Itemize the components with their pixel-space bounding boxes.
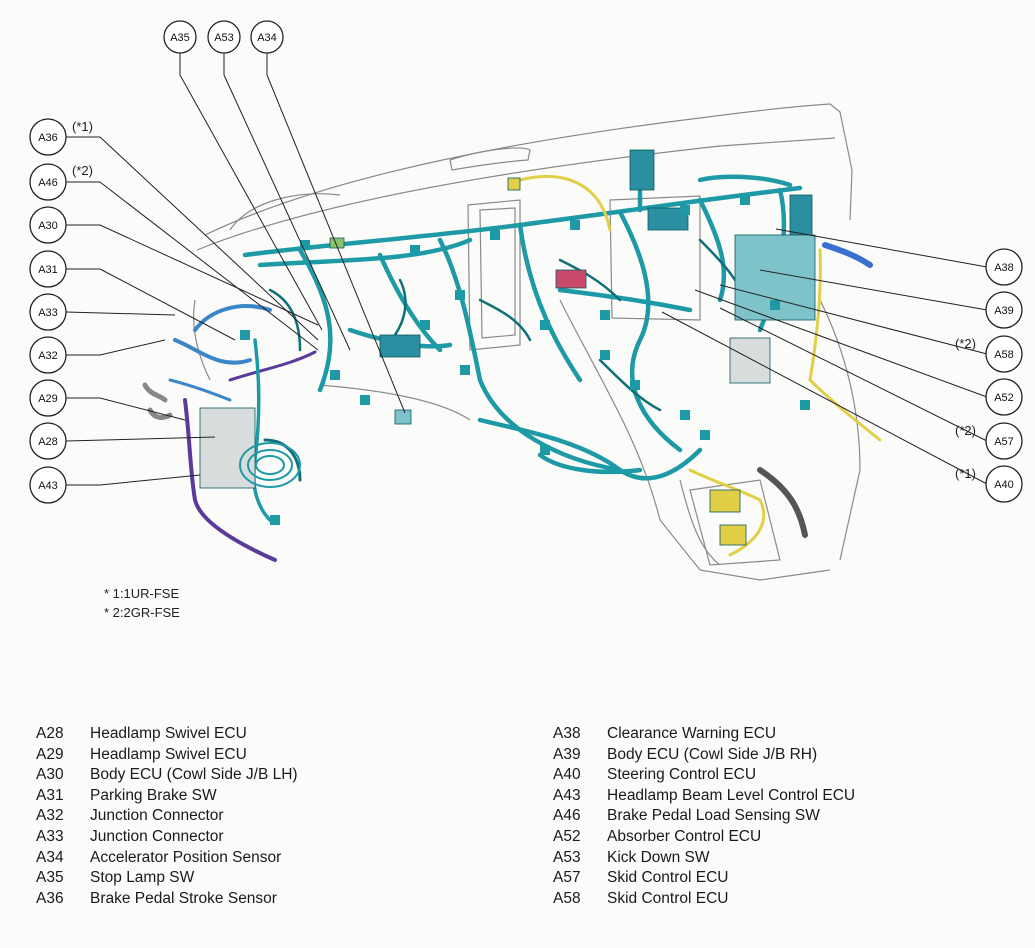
- legend-code: A53: [553, 848, 581, 866]
- callout-a34: A34: [257, 32, 277, 44]
- marker-a36: (*1): [72, 119, 93, 134]
- legend-row: A35 Stop Lamp SW: [36, 868, 298, 889]
- legend-row: A52 Absorber Control ECU: [553, 827, 855, 848]
- callout-a39: A39: [994, 305, 1014, 317]
- legend-row: A34 Accelerator Position Sensor: [36, 848, 298, 869]
- callout-a29: A29: [38, 393, 58, 405]
- legend-name: Accelerator Position Sensor: [90, 848, 282, 866]
- main-harness: [242, 157, 803, 481]
- legend-code: A52: [553, 827, 581, 845]
- callout-a32: A32: [38, 350, 58, 362]
- legend-row: A31 Parking Brake SW: [36, 786, 298, 807]
- legend-name: Parking Brake SW: [90, 786, 217, 804]
- legend-code: A31: [36, 786, 64, 804]
- callout-a36: A36: [38, 132, 58, 144]
- legend-name: Absorber Control ECU: [607, 827, 762, 845]
- legend-code: A33: [36, 827, 64, 845]
- legend-row: A40 Steering Control ECU: [553, 765, 855, 786]
- legend-row: A57 Skid Control ECU: [553, 868, 855, 889]
- marker-a57: (*2): [955, 423, 976, 438]
- legend-name: Stop Lamp SW: [90, 869, 195, 887]
- secondary-harness: [268, 238, 752, 412]
- legend-row: A53 Kick Down SW: [553, 848, 855, 869]
- legend-name: Headlamp Beam Level Control ECU: [607, 786, 856, 804]
- footnotes: * 1:1UR-FSE * 2:2GR-FSE: [104, 584, 180, 622]
- legend-name: Headlamp Swivel ECU: [90, 745, 247, 763]
- legend-code: A29: [36, 745, 64, 763]
- leader-lines: [65, 53, 988, 486]
- dashboard-outline: [193, 103, 861, 581]
- right-blue-connector: [822, 242, 873, 268]
- legend-name: Kick Down SW: [607, 848, 710, 866]
- coil-connector: [239, 442, 301, 488]
- legend-code: A39: [553, 745, 581, 763]
- marker-a40: (*1): [955, 466, 976, 481]
- legend-row: A32 Junction Connector: [36, 806, 298, 827]
- connectors: [199, 149, 816, 546]
- legend-row: A46 Brake Pedal Load Sensing SW: [553, 806, 855, 827]
- callout-a31: A31: [38, 264, 58, 276]
- legend-row: A58 Skid Control ECU: [553, 889, 855, 910]
- callout-a33: A33: [38, 307, 58, 319]
- legend-code: A58: [553, 889, 581, 907]
- callout-a53: A53: [214, 32, 234, 44]
- marker-a46: (*2): [72, 163, 93, 178]
- right-harness: [518, 175, 882, 557]
- legend-code: A40: [553, 766, 581, 784]
- callout-a52: A52: [994, 392, 1014, 404]
- legend-code: A34: [36, 848, 64, 866]
- legend-code: A46: [553, 807, 581, 825]
- connector-dots: [240, 195, 810, 525]
- legend-name: Skid Control ECU: [607, 869, 729, 887]
- legend-name: Skid Control ECU: [607, 889, 729, 907]
- legend-code: A32: [36, 807, 64, 825]
- marker-a58: (*2): [955, 336, 976, 351]
- callout-a35: A35: [170, 32, 190, 44]
- footnote-1: * 1:1UR-FSE: [104, 586, 180, 601]
- legend-name: Junction Connector: [90, 807, 224, 825]
- legend-name: Brake Pedal Stroke Sensor: [90, 889, 277, 907]
- callout-a58: A58: [994, 349, 1014, 361]
- legend-code: A57: [553, 869, 581, 887]
- legend-row: A36 Brake Pedal Stroke Sensor: [36, 889, 298, 910]
- legend-row: A30 Body ECU (Cowl Side J/B LH): [36, 765, 298, 786]
- legend-name: Body ECU (Cowl Side J/B LH): [90, 766, 298, 784]
- legend-row: A38 Clearance Warning ECU: [553, 724, 855, 745]
- legend-code: A36: [36, 889, 64, 907]
- callout-a43: A43: [38, 480, 58, 492]
- footnote-2: * 2:2GR-FSE: [104, 605, 180, 620]
- callout-a40: A40: [994, 479, 1014, 491]
- legend-name: Body ECU (Cowl Side J/B RH): [607, 745, 818, 763]
- legend-code: A35: [36, 869, 64, 887]
- legend-row: A28 Headlamp Swivel ECU: [36, 724, 298, 745]
- legend-name: Junction Connector: [90, 827, 224, 845]
- legend-row: A43 Headlamp Beam Level Control ECU: [553, 786, 855, 807]
- legend-name: Headlamp Swivel ECU: [90, 725, 247, 742]
- callout-a28: A28: [38, 436, 58, 448]
- legend-code: A28: [36, 725, 64, 742]
- callout-a46: A46: [38, 177, 58, 189]
- right-harness-gray: [757, 467, 808, 538]
- legend-name: Clearance Warning ECU: [607, 725, 777, 742]
- legend-row: A29 Headlamp Swivel ECU: [36, 745, 298, 766]
- callout-a57: A57: [994, 436, 1014, 448]
- legend-code: A38: [553, 725, 581, 742]
- legend-name: Brake Pedal Load Sensing SW: [607, 807, 820, 825]
- legend-name: Steering Control ECU: [607, 766, 757, 784]
- callout-circles: [29, 20, 1023, 504]
- legend-row: A33 Junction Connector: [36, 827, 298, 848]
- legend-code: A30: [36, 766, 64, 784]
- callout-a38: A38: [994, 262, 1014, 274]
- legend-code: A43: [553, 786, 581, 804]
- legend-row: A39 Body ECU (Cowl Side J/B RH): [553, 745, 855, 766]
- callout-a30: A30: [38, 220, 58, 232]
- legend-right: A38 Clearance Warning ECU A39 Body ECU (Co…: [553, 724, 855, 909]
